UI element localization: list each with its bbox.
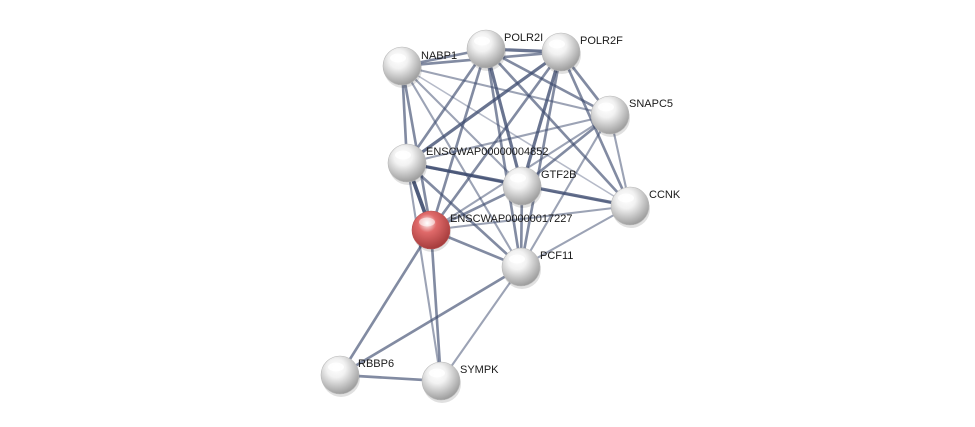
edge-polr2i-enscwap4852[interactable] <box>405 47 488 165</box>
node-label-enscwap17227: ENSCWAP00000017227 <box>450 213 573 225</box>
node-label-enscwap4852: ENSCWAP00000004852 <box>426 146 549 158</box>
edge-pcf11-sympk[interactable] <box>439 265 523 383</box>
node-pcf11[interactable] <box>501 247 541 289</box>
node-enscwap4852[interactable] <box>387 143 427 185</box>
query-node-sphere[interactable] <box>411 210 451 250</box>
node-sphere[interactable] <box>382 46 422 86</box>
edge-ccnk-pcf11[interactable] <box>519 204 632 269</box>
node-label-gtf2b: GTF2B <box>541 169 576 181</box>
node-sphere[interactable] <box>466 29 506 69</box>
labels-layer: NABP1 POLR2I POLR2F SNAPC5ENSCWAP0000000485… <box>358 32 681 376</box>
node-label-snapc5: SNAPC5 <box>629 98 673 110</box>
node-highlight <box>328 362 344 372</box>
node-highlight <box>549 39 565 49</box>
node-sphere[interactable] <box>421 361 461 401</box>
node-label-polr2i: POLR2I <box>504 32 543 44</box>
node-sphere[interactable] <box>610 186 650 226</box>
node-highlight <box>429 368 445 378</box>
node-snapc5[interactable] <box>590 95 630 137</box>
node-label-polr2f: POLR2F <box>580 35 623 47</box>
edge-ccnk-enscwap17227[interactable] <box>429 204 632 232</box>
edge-nabp1-ccnk[interactable] <box>401 65 631 207</box>
edge-nabp1-pcf11[interactable] <box>400 64 523 269</box>
node-nabp1[interactable] <box>382 46 422 88</box>
edge-polr2f-gtf2b[interactable] <box>520 50 563 188</box>
edge-snapc5-pcf11[interactable] <box>519 113 612 269</box>
node-enscwap17227[interactable] <box>411 210 451 252</box>
node-label-rbbp6: RBBP6 <box>358 358 394 370</box>
edge-enscwap17227-rbbp6[interactable] <box>338 228 433 377</box>
node-label-sympk: SYMPK <box>460 364 499 376</box>
node-polr2f[interactable] <box>541 32 581 74</box>
node-ccnk[interactable] <box>610 186 650 228</box>
edge-polr2i-enscwap17227[interactable] <box>429 47 488 232</box>
edge-snapc5-enscwap4852[interactable] <box>405 113 612 165</box>
edge-polr2f-enscwap4852[interactable] <box>405 50 563 165</box>
node-sphere[interactable] <box>502 166 542 206</box>
node-sphere[interactable] <box>541 32 581 72</box>
edge-polr2f-ccnk[interactable] <box>559 50 632 208</box>
edge-polr2i-gtf2b[interactable] <box>484 47 524 188</box>
node-highlight <box>618 193 634 203</box>
node-highlight <box>509 254 525 264</box>
node-gtf2b[interactable] <box>502 166 542 208</box>
edge-enscwap4852-sympk[interactable] <box>405 161 443 383</box>
node-sympk[interactable] <box>421 361 461 403</box>
node-rbbp6[interactable] <box>320 355 360 397</box>
node-polr2i[interactable] <box>466 29 506 71</box>
node-sphere[interactable] <box>320 355 360 395</box>
edge-polr2i-pcf11[interactable] <box>484 47 523 269</box>
node-sphere[interactable] <box>501 247 541 287</box>
node-highlight <box>395 150 411 160</box>
node-sphere[interactable] <box>387 143 427 183</box>
node-highlight <box>510 173 526 183</box>
node-highlight <box>474 36 490 46</box>
node-highlight <box>419 217 435 227</box>
node-sphere[interactable] <box>590 95 630 135</box>
edge-pcf11-rbbp6[interactable] <box>338 265 523 377</box>
node-label-ccnk: CCNK <box>649 189 681 201</box>
edge-polr2i-snapc5[interactable] <box>484 47 612 117</box>
node-highlight <box>598 102 614 112</box>
node-highlight <box>390 53 406 63</box>
nodes-layer <box>320 29 650 403</box>
edge-enscwap17227-sympk[interactable] <box>429 228 443 383</box>
node-label-nabp1: NABP1 <box>421 50 457 62</box>
node-label-pcf11: PCF11 <box>540 250 573 262</box>
